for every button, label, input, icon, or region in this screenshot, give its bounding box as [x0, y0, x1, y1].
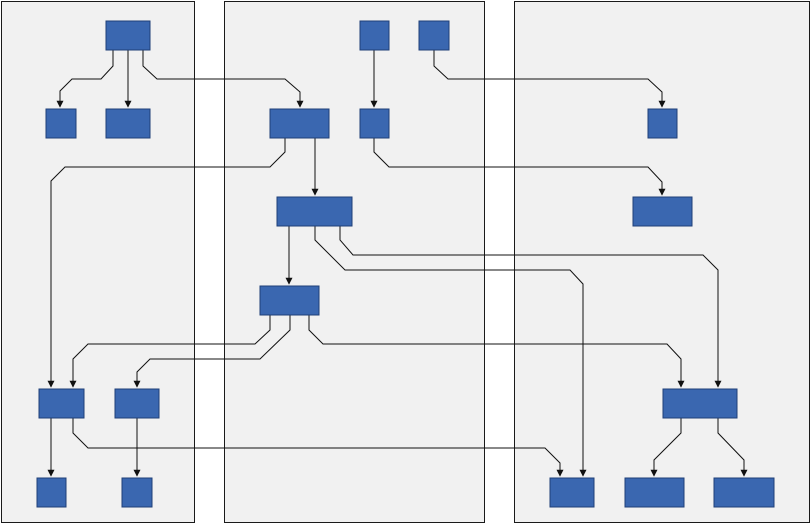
edge-m3	[373, 138, 666, 196]
edge-r4-b	[717, 418, 748, 477]
edge-l1-a	[56, 50, 114, 108]
node-r4[interactable]	[549, 477, 595, 508]
node-l3[interactable]	[105, 108, 151, 139]
edges	[47, 50, 748, 477]
edge-m4-b	[314, 226, 587, 477]
edge-m5-a	[69, 315, 271, 388]
nodes	[36, 20, 775, 508]
node-m3[interactable]	[269, 108, 330, 139]
edge-m5-b	[133, 315, 291, 388]
node-m6[interactable]	[259, 285, 320, 316]
edge-l1-c	[142, 50, 304, 108]
node-l7[interactable]	[121, 477, 153, 508]
node-m4[interactable]	[359, 108, 390, 139]
edge-r4-a	[650, 418, 682, 477]
node-r3[interactable]	[662, 388, 738, 419]
edge-l5-b	[72, 418, 564, 477]
edge-m5-c	[308, 315, 685, 388]
lane-right	[514, 1, 810, 523]
edge-m4-c	[339, 226, 722, 388]
lane-middle	[224, 1, 485, 523]
node-l5[interactable]	[114, 388, 160, 419]
node-r2[interactable]	[632, 196, 693, 227]
node-m1[interactable]	[359, 20, 390, 51]
edge-m-top2	[433, 50, 666, 108]
node-r6[interactable]	[713, 477, 775, 508]
lane-left	[1, 1, 195, 523]
edge-m2-a	[47, 138, 286, 388]
node-l4[interactable]	[38, 388, 85, 419]
node-l2[interactable]	[45, 108, 77, 139]
node-r1[interactable]	[647, 108, 678, 139]
node-r5[interactable]	[624, 477, 685, 508]
node-l1[interactable]	[105, 20, 151, 51]
node-m5[interactable]	[276, 196, 353, 227]
node-l6[interactable]	[36, 477, 67, 508]
node-m2[interactable]	[418, 20, 450, 51]
